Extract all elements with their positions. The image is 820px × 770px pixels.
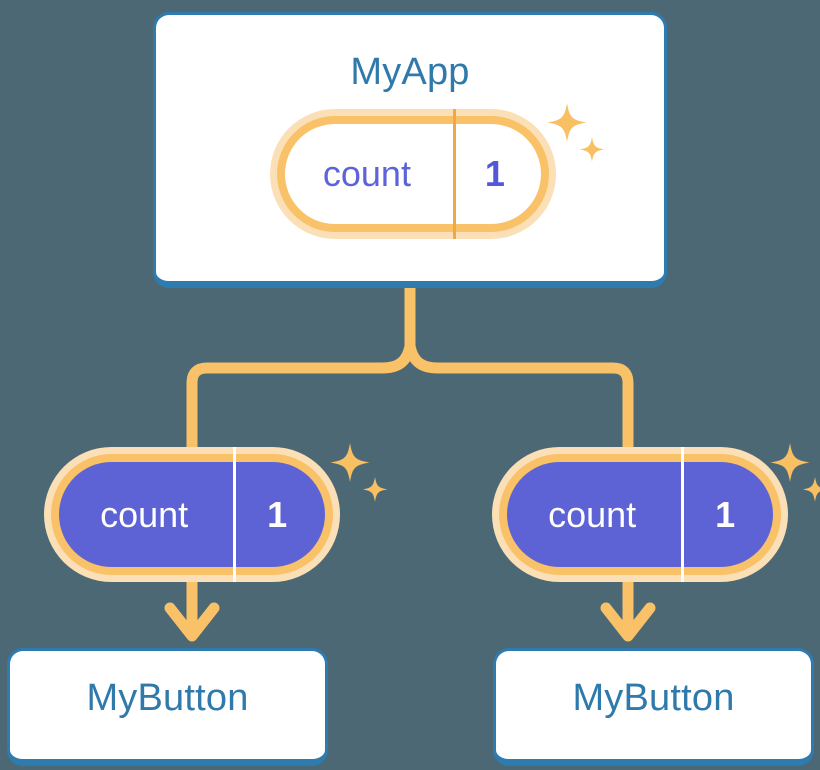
- state-pill-left-count[interactable]: count 1: [44, 447, 340, 582]
- state-pill-label: count: [100, 493, 189, 535]
- state-pill-label: count: [322, 153, 411, 194]
- state-pill-divider: [233, 447, 237, 582]
- mybutton-title-left: MyButton: [86, 677, 249, 719]
- connector-branch-right: [404, 340, 634, 456]
- state-pill-value: 1: [267, 493, 288, 535]
- state-pill-myapp-count[interactable]: count 1: [270, 109, 556, 239]
- mybutton-title-right: MyButton: [572, 677, 735, 719]
- arrow-head-right: [600, 602, 656, 642]
- state-pill-value: 1: [715, 493, 736, 535]
- component-card-mybutton-left[interactable]: MyButton: [7, 648, 328, 766]
- state-pill-right-count[interactable]: count 1: [492, 447, 788, 582]
- state-pill-label: count: [548, 493, 637, 535]
- state-pill-value: 1: [484, 153, 505, 194]
- component-card-mybutton-right[interactable]: MyButton: [493, 648, 814, 766]
- state-pill-body: count 1: [285, 124, 541, 224]
- connector-branch-left: [186, 340, 416, 456]
- arrow-head-left: [164, 602, 220, 642]
- state-pill-body: count 1: [507, 462, 773, 567]
- state-pill-body: count 1: [59, 462, 325, 567]
- state-pill-divider: [453, 109, 457, 239]
- myapp-title: MyApp: [350, 51, 470, 93]
- state-pill-divider: [681, 447, 685, 582]
